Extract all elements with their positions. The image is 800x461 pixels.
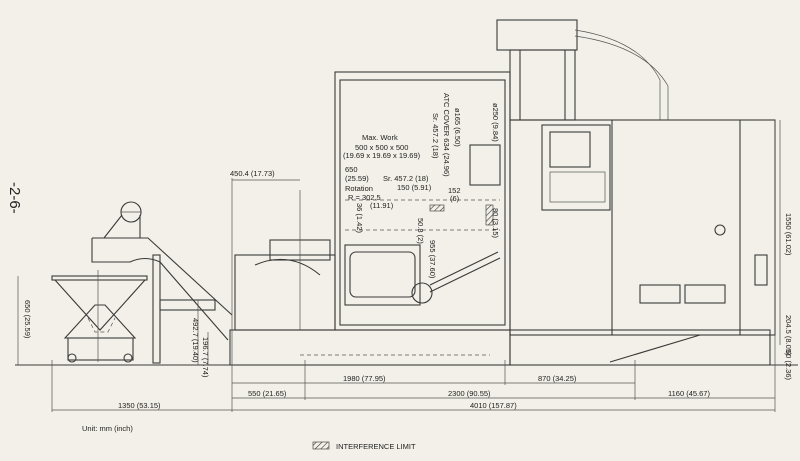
pallet-clamp bbox=[411, 282, 433, 304]
dim-204-5: 204.5 (8.05) bbox=[784, 315, 793, 356]
rotation-radius: R = 302.5 bbox=[348, 193, 381, 202]
control-panel[interactable] bbox=[541, 124, 611, 211]
machine-base bbox=[229, 254, 771, 366]
dim-2300: 2300 (90.55) bbox=[448, 389, 491, 398]
max-work-inch: (19.69 x 19.69 x 19.69) bbox=[343, 151, 421, 160]
dim-36: 36 (1.42) bbox=[355, 203, 364, 234]
dim-4010: 4010 (157.87) bbox=[470, 401, 517, 410]
rotation-title: Rotation bbox=[345, 184, 373, 193]
dim-152: 152 bbox=[448, 186, 461, 195]
rotation-radius-inch: (11.91) bbox=[370, 201, 394, 210]
legend-swatch bbox=[312, 441, 330, 450]
max-work-title: Max. Work bbox=[362, 133, 398, 142]
dimension-lines bbox=[17, 120, 781, 412]
max-work-mm: 500 x 500 x 500 bbox=[355, 143, 408, 152]
dim-650-top-inch: (25.59) bbox=[345, 174, 369, 183]
dim-60: 60 (2.36) bbox=[784, 350, 793, 381]
legend-label: INTERFERENCE LIMIT bbox=[336, 442, 416, 451]
interference-limit-mark bbox=[429, 204, 445, 212]
unit-note: Unit: mm (inch) bbox=[82, 424, 133, 433]
dim-955: 955 (37.60) bbox=[428, 240, 437, 279]
enclosure bbox=[254, 71, 511, 331]
dim-sr457-horizontal: Sr. 457.2 (18) bbox=[383, 174, 429, 183]
chip-conveyor bbox=[91, 201, 233, 364]
dim-50-8: 50.8 (2) bbox=[416, 218, 425, 244]
dim-80: 80 (3.15) bbox=[491, 208, 500, 239]
dim-150: 150 (5.91) bbox=[397, 183, 432, 192]
dim-152-inch: (6) bbox=[450, 194, 460, 203]
dim-550: 550 (21.65) bbox=[248, 389, 287, 398]
spindle-column bbox=[469, 19, 669, 186]
table-window bbox=[344, 244, 421, 306]
page-number: -2-6- bbox=[6, 182, 23, 214]
dim-phi165: ø165 (6.50) bbox=[453, 108, 462, 147]
dim-1160: 1160 (45.67) bbox=[668, 389, 710, 398]
dim-atc-cover: ATC COVER 634 (24.96) bbox=[442, 93, 451, 177]
dim-492-7: 492.7 (19.40) bbox=[191, 318, 200, 363]
dim-1550: 1550 (61.02) bbox=[784, 213, 793, 256]
cnc-screen bbox=[549, 131, 591, 168]
dim-1350: 1350 (53.15) bbox=[118, 401, 161, 410]
dim-650-top: 650 bbox=[345, 165, 358, 174]
dim-sr457-vertical: Sr. 457.2 (18) bbox=[431, 113, 440, 159]
dim-870: 870 (34.25) bbox=[538, 374, 577, 383]
dim-650-left: 650 (25.59) bbox=[23, 300, 32, 339]
dim-phi250: ø250 (9.84) bbox=[491, 103, 500, 142]
interference-limit-mark bbox=[485, 204, 494, 226]
chip-bucket bbox=[51, 270, 148, 363]
dim-196-7: 196.7 (7.74) bbox=[201, 337, 210, 378]
dim-450: 450.4 (17.73) bbox=[230, 169, 275, 178]
dim-1980: 1980 (77.95) bbox=[343, 374, 386, 383]
